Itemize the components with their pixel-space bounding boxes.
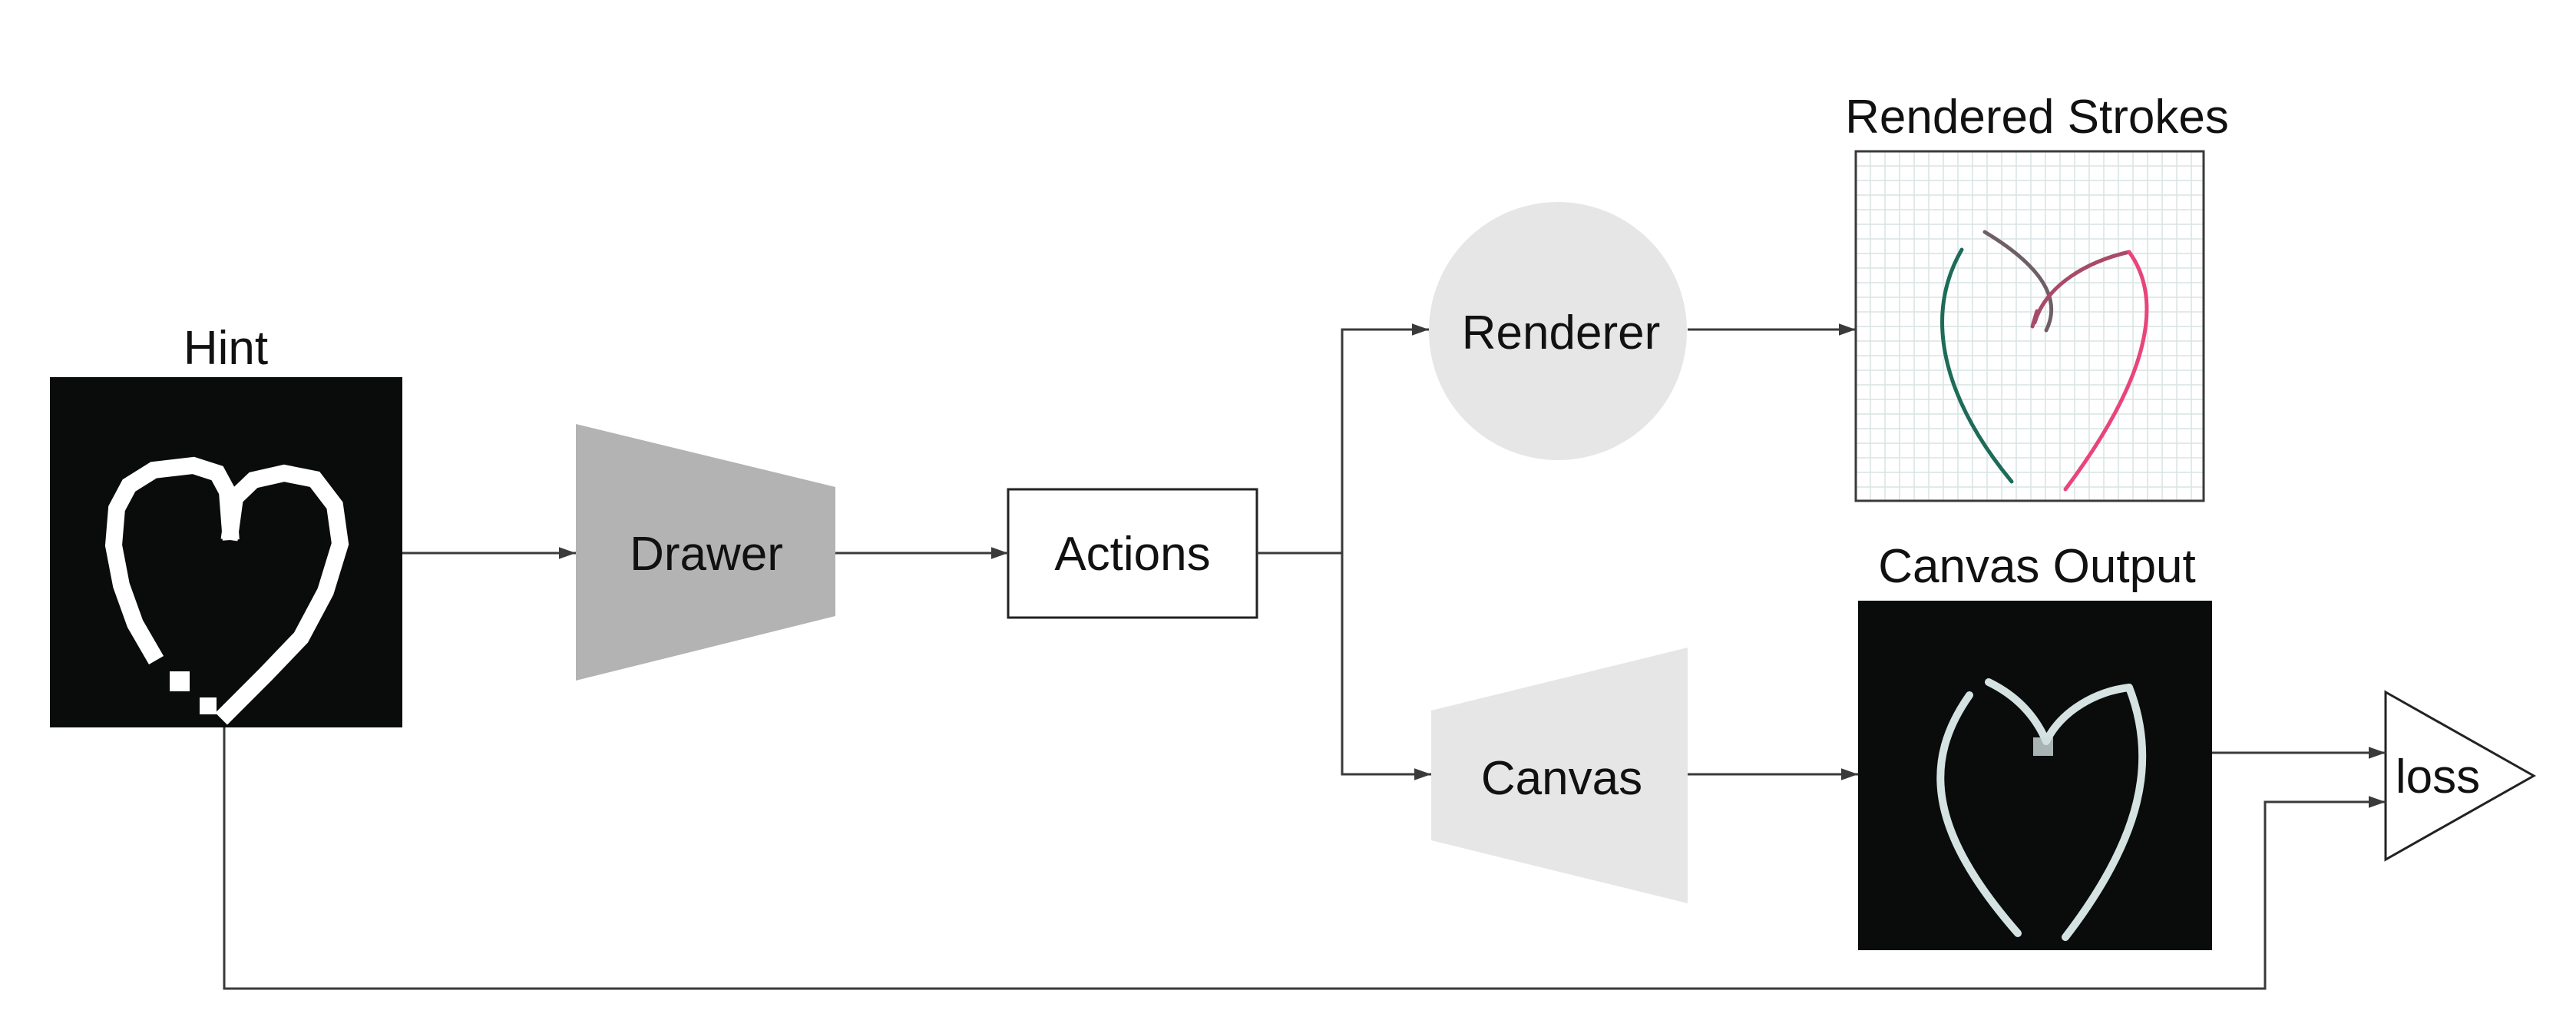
drawer-label: Drawer — [630, 528, 783, 581]
green-stroke — [1940, 247, 2014, 484]
actions-box — [1007, 488, 1258, 619]
hint-dot — [200, 697, 217, 714]
maroon-tick — [2030, 309, 2039, 329]
hint-title: Hint — [184, 322, 268, 375]
canvas-left-stroke — [1936, 691, 2022, 937]
canvas-center-blob — [2033, 737, 2053, 756]
drawer-block — [576, 424, 835, 681]
canvas-block — [1431, 648, 1688, 903]
actions-label: Actions — [1054, 528, 1210, 581]
canvas-output-image — [1858, 601, 2212, 950]
arrow-hint-feedback-to-loss — [223, 727, 2386, 990]
gray-stroke — [1982, 230, 2053, 333]
canvas-output-title: Canvas Output — [1878, 540, 2196, 593]
pink-stroke — [2063, 250, 2149, 492]
hint-heart-right-stroke — [215, 464, 349, 725]
rendered-strokes-title: Rendered Strokes — [1845, 91, 2229, 144]
arrow-split-to-renderer — [1341, 323, 1429, 553]
canvas-right-stroke — [2062, 684, 2147, 941]
canvas-top-stroke — [1985, 678, 2050, 745]
hint-heart-left-stroke — [104, 456, 240, 665]
renderer-label: Renderer — [1462, 306, 1660, 359]
loss-label: loss — [2396, 750, 2480, 803]
rendered-strokes-image — [1854, 150, 2205, 502]
connectors — [223, 323, 2386, 990]
maroon-stroke — [2032, 250, 2131, 325]
loss-node — [2384, 690, 2537, 862]
arrow-split-to-canvas — [1341, 553, 1431, 780]
canvas-right-top-stroke — [2042, 684, 2133, 745]
renderer-node — [1429, 202, 1687, 460]
hint-dot — [170, 671, 190, 691]
canvas-label: Canvas — [1481, 752, 1642, 805]
hint-image — [50, 377, 402, 727]
